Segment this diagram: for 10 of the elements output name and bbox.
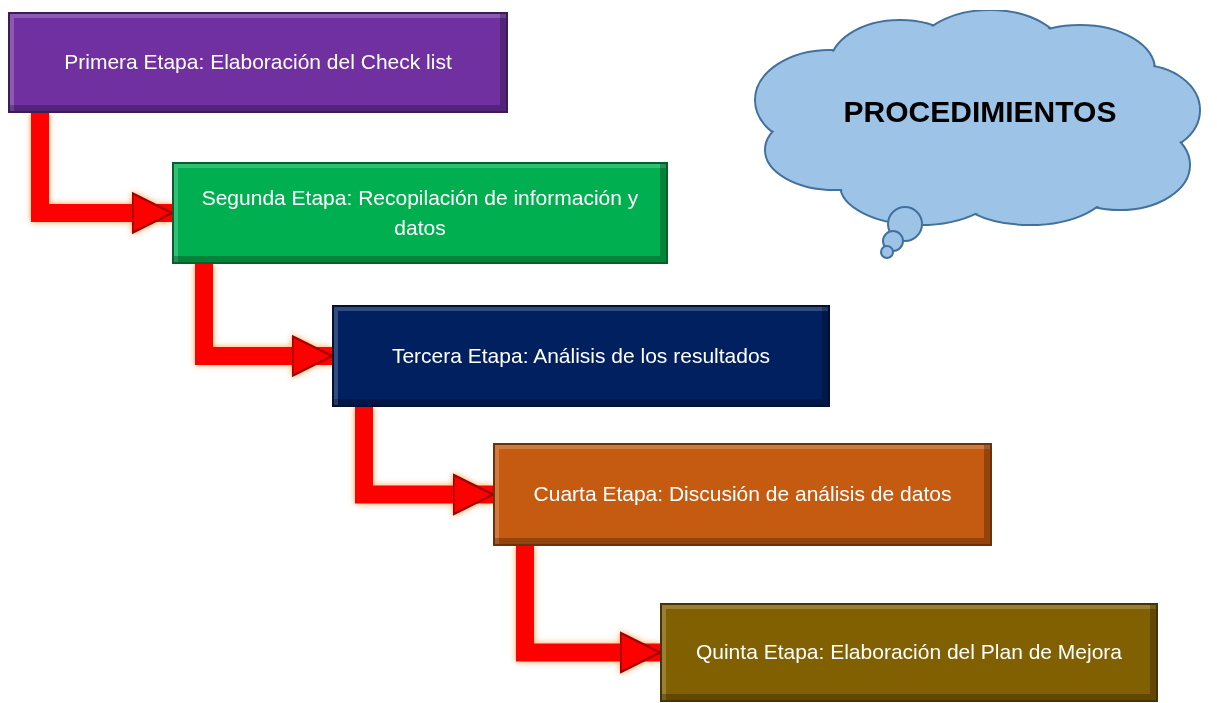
l-shaped-arrow — [31, 113, 174, 234]
stage-box: Cuarta Etapa: Discusión de análisis de datos — [493, 443, 992, 546]
l-shaped-arrow — [355, 407, 495, 516]
l-shaped-arrow — [195, 264, 334, 377]
stage-box: Segunda Etapa: Recopilación de información y datos — [172, 162, 668, 264]
stage-box: Primera Etapa: Elaboración del Check list — [8, 12, 508, 113]
cloud-title: PROCEDIMIENTOS — [842, 95, 1118, 129]
stage-box: Quinta Etapa: Elaboración del Plan de Mejora — [660, 603, 1158, 702]
stage-box: Tercera Etapa: Análisis de los resultados — [332, 305, 830, 407]
l-shaped-arrow — [516, 546, 662, 674]
